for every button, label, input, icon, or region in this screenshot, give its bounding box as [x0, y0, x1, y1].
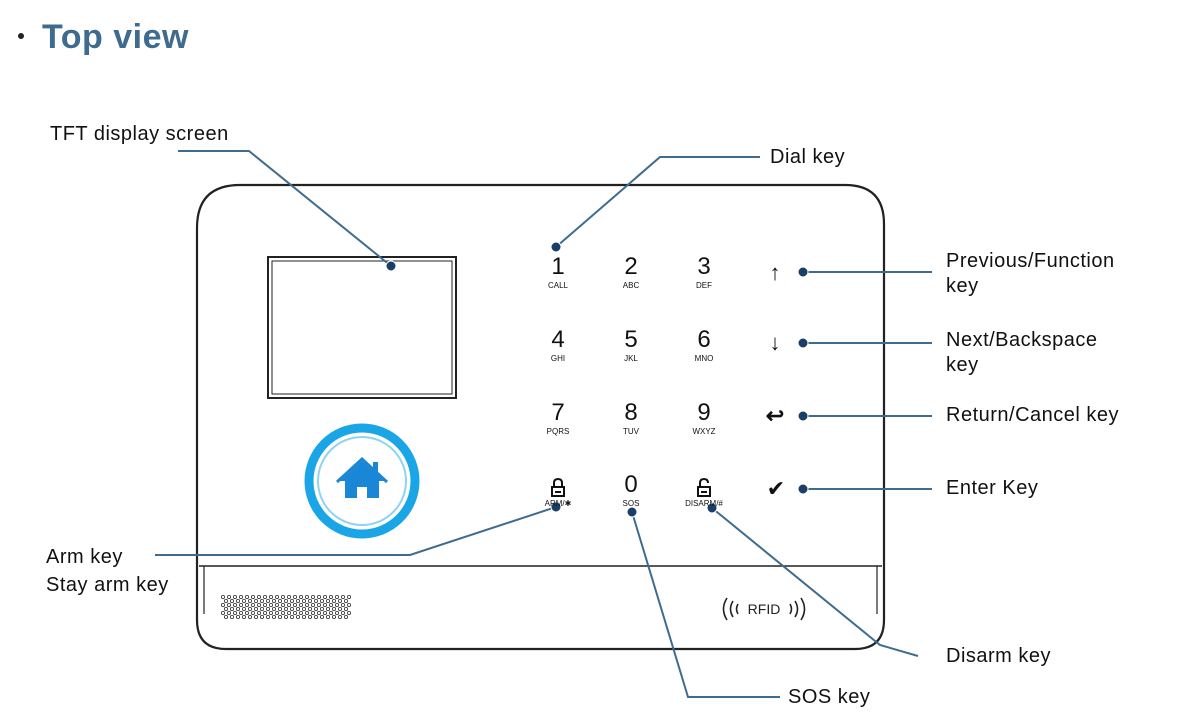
leader-sos: [631, 511, 780, 698]
key-subtext: SOS: [622, 499, 640, 508]
title-bullet: [18, 33, 24, 40]
return-cancel-key[interactable]: ↩: [760, 401, 790, 431]
leader-tft: [178, 150, 392, 267]
previous-function-key[interactable]: ↑: [760, 258, 790, 288]
label-disarm-key: Disarm key: [946, 645, 1052, 667]
key-subtext: PQRS: [546, 427, 570, 436]
label-sos-key: SOS key: [788, 686, 871, 708]
label-arm: Arm key Stay arm key: [46, 543, 169, 599]
key-digit: 5: [624, 326, 638, 353]
key-digit: 2: [624, 253, 638, 280]
key-digit: 3: [697, 253, 711, 280]
leader-dial: [555, 156, 760, 248]
leader-dots: [385, 241, 809, 518]
arrow-up-icon: ↑: [769, 260, 781, 285]
label-enter-key: Enter Key: [946, 477, 1039, 499]
tft-screen: [267, 256, 457, 399]
key-subtext: TUV: [623, 427, 639, 436]
leader-lines: [155, 150, 932, 698]
title-text: Top view: [42, 18, 189, 56]
page-title: Top view: [18, 18, 189, 57]
label-next-backspace: Next/Backspace key: [946, 328, 1098, 378]
rfid-label: RFID: [748, 601, 781, 617]
key-subtext: DISARM/#: [685, 499, 723, 508]
key-digit: 7: [551, 399, 565, 426]
speaker-grille: [220, 595, 351, 620]
lock-closed-icon: [533, 473, 583, 497]
key-digit: 4: [551, 326, 565, 353]
leader-disarm: [711, 507, 919, 657]
key-subtext: ARM/✱: [544, 499, 572, 508]
tft-screen-inner: [271, 260, 453, 395]
key-subtext: CALL: [547, 281, 568, 290]
arrow-down-icon: ↓: [769, 330, 781, 355]
key-subtext: WXYZ: [692, 427, 716, 436]
label-arm-line2: Stay arm key: [46, 574, 169, 596]
check-icon: ✔: [766, 476, 786, 501]
key-digit: 6: [697, 326, 711, 353]
key-subtext: DEF: [696, 281, 712, 290]
key-digit: 9: [697, 399, 711, 426]
home-button: [304, 423, 420, 539]
key-digit: 0: [624, 471, 638, 498]
label-next-line2: key: [946, 354, 979, 376]
label-tft-display: TFT display screen: [50, 123, 229, 145]
key-subtext: MNO: [694, 354, 714, 363]
keypad-key-disarm[interactable]: DISARM/#: [679, 473, 729, 509]
home-icon: [340, 461, 384, 498]
leader-arm: [155, 506, 557, 556]
label-previous-function: Previous/Function key: [946, 249, 1115, 299]
key-digit: 1: [551, 253, 565, 280]
key-subtext: GHI: [550, 354, 566, 363]
rfid-icon: RFID: [722, 597, 806, 621]
label-arm-line1: Arm key: [46, 546, 123, 568]
next-backspace-key[interactable]: ↓: [760, 328, 790, 358]
return-icon: ↩: [765, 403, 785, 428]
label-previous-line2: key: [946, 275, 979, 297]
key-subtext: ABC: [622, 281, 640, 290]
key-digit: 8: [624, 399, 638, 426]
label-previous-line1: Previous/Function: [946, 250, 1115, 272]
label-dial-key: Dial key: [770, 146, 846, 168]
label-next-line1: Next/Backspace: [946, 329, 1098, 351]
keypad-key-arm[interactable]: ARM/✱: [533, 473, 583, 509]
lock-open-icon: [679, 473, 729, 497]
label-return-cancel: Return/Cancel key: [946, 404, 1120, 426]
enter-key[interactable]: ✔: [761, 474, 791, 504]
key-subtext: JKL: [624, 354, 638, 363]
